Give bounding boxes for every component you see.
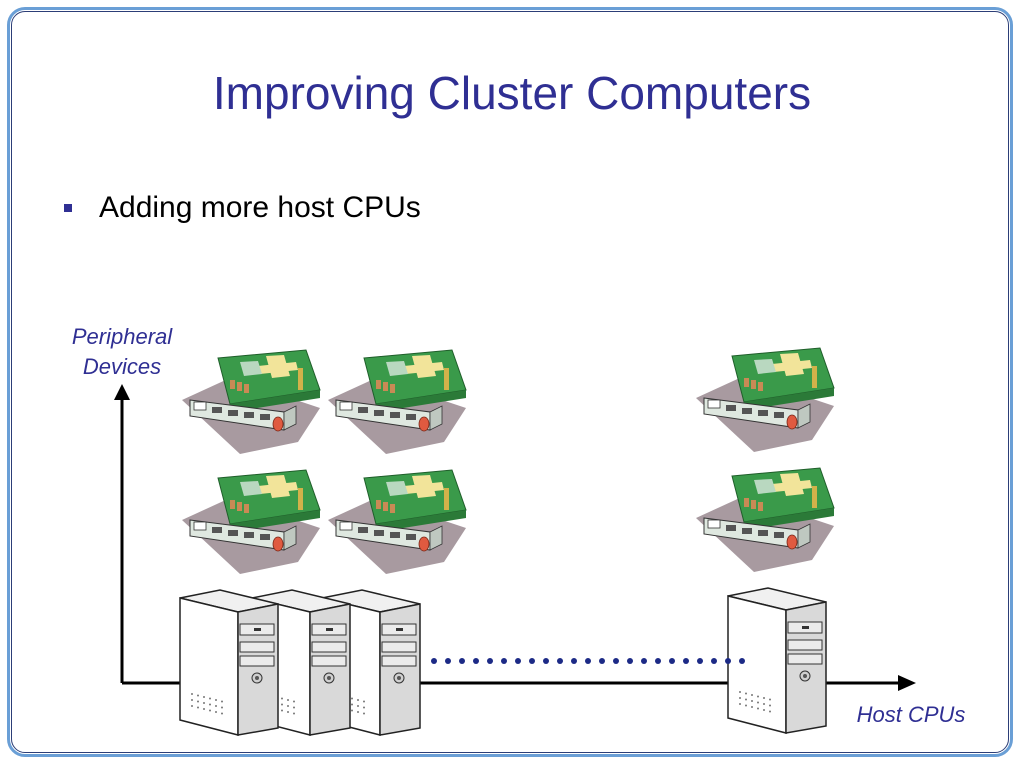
x-axis-arrowhead xyxy=(898,675,916,691)
tower-server-icon xyxy=(179,589,279,736)
square-bullet-icon xyxy=(64,204,72,212)
y-axis-label: Peripheral Devices xyxy=(52,322,192,382)
expansion-card-icon xyxy=(695,347,835,453)
ellipsis-dots xyxy=(431,658,745,664)
expansion-card-icon xyxy=(181,349,321,455)
bullet-item: Adding more host CPUs xyxy=(64,188,421,228)
bullet-text: Adding more host CPUs xyxy=(99,191,421,224)
x-axis-label: Host CPUs xyxy=(856,702,966,727)
slide-frame-inner xyxy=(11,11,1009,753)
slide-frame xyxy=(7,7,1013,757)
y-axis-label-text: Peripheral Devices xyxy=(71,324,173,379)
y-axis-arrowhead xyxy=(114,384,130,400)
expansion-card-icon xyxy=(327,469,467,575)
expansion-card-icon xyxy=(327,349,467,455)
expansion-card-icon xyxy=(181,469,321,575)
slide-title: Improving Cluster Computers xyxy=(212,67,812,119)
expansion-card-icon xyxy=(695,467,835,573)
